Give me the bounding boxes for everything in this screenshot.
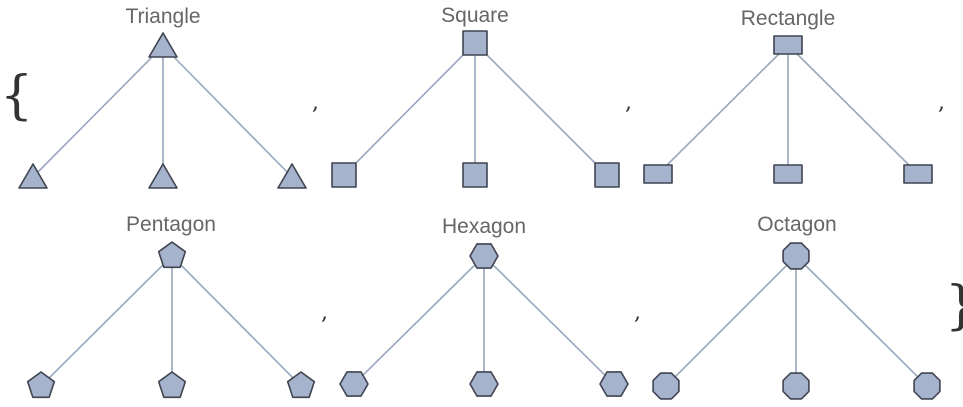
triangle-node (277, 163, 307, 189)
pentagon-node (157, 371, 187, 399)
pentagon-node (157, 241, 187, 269)
tree-graph-triangle (18, 32, 307, 189)
tree-graph-octagon (652, 242, 941, 400)
hexagon-node (469, 371, 499, 397)
rectangle-node (773, 35, 803, 55)
graph-title-pentagon: Pentagon (126, 213, 216, 236)
graph-title-octagon: Octagon (757, 213, 837, 236)
rectangle-node (773, 164, 803, 184)
triangle-node (18, 163, 48, 189)
tree-graph-hexagon (339, 243, 629, 397)
graph-edge (353, 255, 485, 385)
octagon-node (782, 372, 810, 400)
graph-title-triangle: Triangle (125, 5, 201, 28)
graph-edge (40, 255, 173, 387)
graph-edge (171, 255, 302, 387)
pentagon-node (286, 371, 316, 399)
list-open-brace: { (0, 66, 34, 126)
list-separator: , (321, 300, 328, 325)
octagon-node (652, 372, 680, 400)
graph-title-rectangle: Rectangle (740, 7, 836, 30)
graph-edge (483, 255, 615, 385)
graph-edge (657, 44, 789, 175)
square-node (462, 162, 488, 188)
list-separator: , (625, 90, 632, 115)
rectangle-node (903, 164, 933, 184)
triangle-node (148, 163, 178, 189)
hexagon-node (469, 243, 499, 269)
graph-edge (795, 255, 928, 387)
square-node (594, 162, 620, 188)
rectangle-node (643, 164, 673, 184)
octagon-node (913, 372, 941, 400)
hexagon-node (599, 371, 629, 397)
list-separator: , (312, 90, 319, 115)
graph-edge (474, 42, 608, 176)
list-separator: , (938, 90, 945, 115)
tree-graph-square (331, 30, 620, 188)
square-node (331, 162, 357, 188)
tree-graph-pentagon (26, 241, 316, 399)
graph-edge (343, 42, 476, 176)
pentagon-node (26, 371, 56, 399)
graph-edge (787, 44, 919, 175)
graph-edge (32, 45, 164, 178)
square-node (462, 30, 488, 56)
list-separator: , (634, 300, 641, 325)
graph-edge (162, 45, 293, 178)
octagon-node (782, 242, 810, 270)
triangle-node (148, 32, 178, 58)
graph-title-hexagon: Hexagon (441, 215, 527, 238)
graph-title-square: Square (441, 4, 509, 27)
hexagon-node (339, 371, 369, 397)
tree-graph-rectangle (643, 35, 933, 184)
graph-edge (665, 255, 797, 387)
list-close-brace: } (945, 280, 963, 332)
